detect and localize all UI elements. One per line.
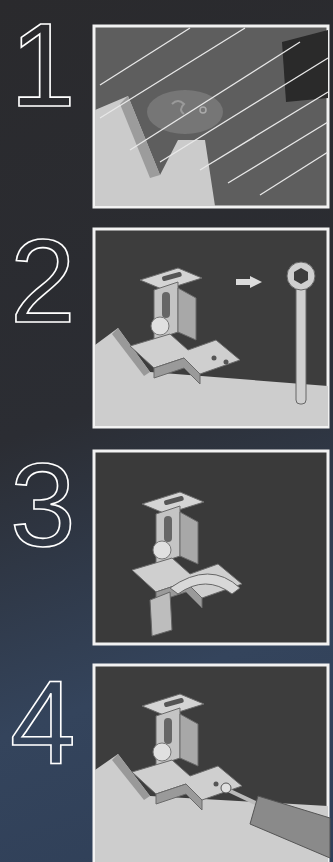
panel-clip-bracket <box>94 451 328 644</box>
step-number: 4 <box>10 664 76 782</box>
step-number: 2 <box>10 222 76 340</box>
panel-screw-bracket <box>94 665 330 862</box>
bracket <box>132 492 242 608</box>
bracket <box>130 268 240 384</box>
bracket <box>132 694 242 810</box>
step-number: 1 <box>10 6 76 124</box>
step-number: 3 <box>10 446 76 564</box>
panel-clean-roof <box>94 26 328 207</box>
panel-place-bracket <box>94 229 328 427</box>
